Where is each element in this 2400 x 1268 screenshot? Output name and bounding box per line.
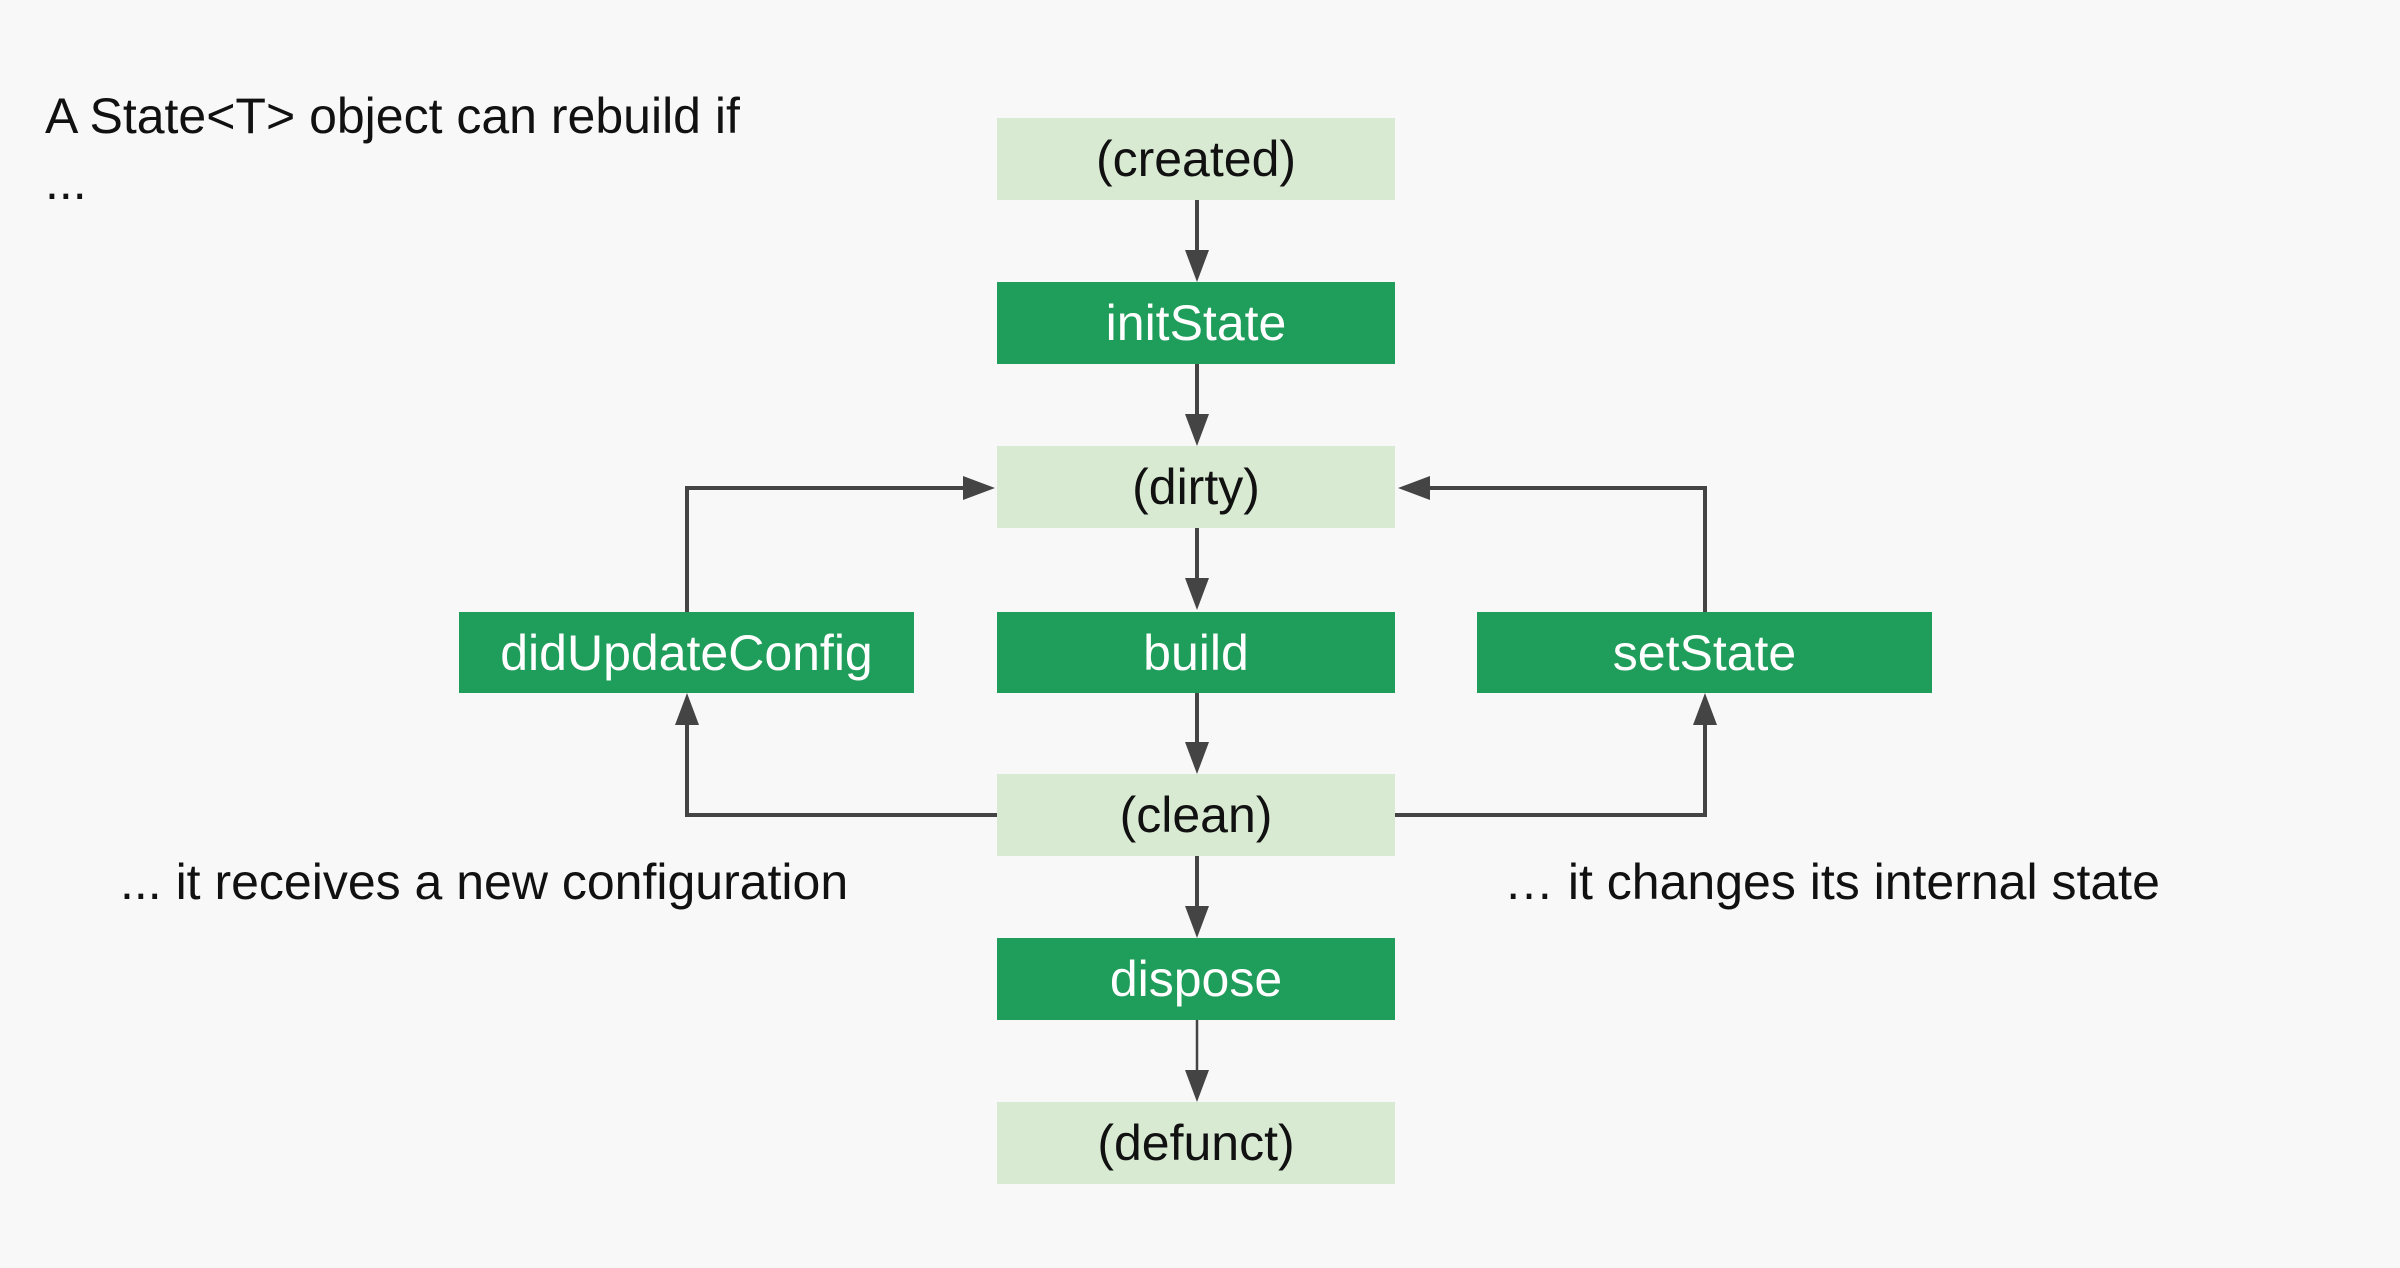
- arrow-didupdateconfig-to-dirty: [685, 486, 963, 612]
- state-defunct: (defunct): [997, 1102, 1395, 1184]
- intro-text-line2: ...: [45, 154, 87, 210]
- arrowhead: [1185, 578, 1209, 610]
- arrowhead: [1185, 906, 1209, 938]
- arrowhead: [1693, 693, 1717, 725]
- arrowhead: [963, 476, 995, 500]
- arrow-setstate-to-dirty: [1430, 486, 1707, 612]
- arrowhead: [675, 693, 699, 725]
- arrowhead: [1185, 742, 1209, 774]
- state-clean: (clean): [997, 774, 1395, 856]
- method-didupdateconfig: didUpdateConfig: [459, 612, 914, 693]
- annotation-new-configuration: ... it receives a new configuration: [120, 854, 849, 910]
- arrow-clean-to-didupdateconfig: [685, 725, 997, 817]
- method-initstate: initState: [997, 282, 1395, 364]
- intro-text-line1: A State<T> object can rebuild if: [45, 88, 740, 144]
- arrowhead: [1185, 1070, 1209, 1102]
- state-dirty: (dirty): [997, 446, 1395, 528]
- method-dispose: dispose: [997, 938, 1395, 1020]
- annotation-internal-state: … it changes its internal state: [1504, 854, 2160, 910]
- arrow-clean-to-setstate: [1395, 725, 1707, 817]
- arrowhead: [1398, 476, 1430, 500]
- method-build: build: [997, 612, 1395, 693]
- arrowhead: [1185, 414, 1209, 446]
- method-setstate: setState: [1477, 612, 1932, 693]
- state-created: (created): [997, 118, 1395, 200]
- arrowhead: [1185, 250, 1209, 282]
